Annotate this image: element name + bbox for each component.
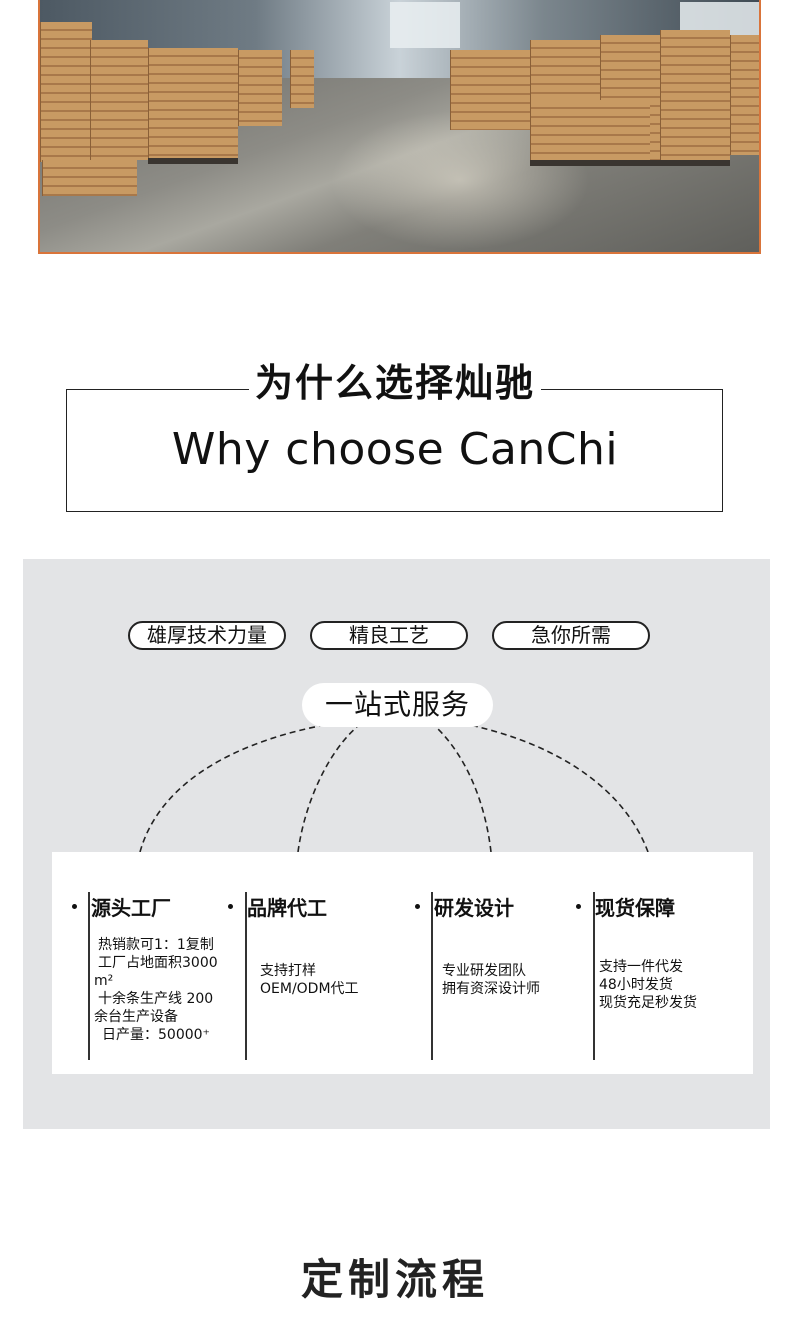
bullet-dot xyxy=(72,904,77,909)
column-divider xyxy=(431,892,433,1060)
cardboard-stack xyxy=(238,50,282,126)
column-body: 专业研发团队 拥有资深设计师 xyxy=(442,963,540,997)
one-stop-service-badge: 一站式服务 xyxy=(302,683,493,727)
column-divider xyxy=(88,892,90,1060)
cardboard-stack xyxy=(660,30,730,160)
bullet-dot xyxy=(576,904,581,909)
column-heading: 品牌代工 xyxy=(228,892,327,921)
cardboard-stack xyxy=(42,160,137,196)
section-title-en: Why choose CanChi xyxy=(171,424,619,475)
column-heading: 研发设计 xyxy=(415,892,514,921)
connector-arc xyxy=(469,724,649,853)
cardboard-stack xyxy=(90,40,148,160)
column-heading: 现货保障 xyxy=(576,892,675,921)
warehouse-window xyxy=(390,2,460,48)
column-heading: 源头工厂 xyxy=(72,892,171,921)
feature-pill-needs: 急你所需 xyxy=(492,621,650,650)
feature-pill-craft: 精良工艺 xyxy=(310,621,468,650)
pallet xyxy=(148,158,238,164)
cardboard-stack xyxy=(290,50,314,108)
cardboard-stack xyxy=(40,22,92,162)
cardboard-stack xyxy=(730,35,759,155)
cardboard-stack xyxy=(148,48,238,158)
cardboard-stack xyxy=(450,50,530,130)
bullet-dot xyxy=(228,904,233,909)
connector-arc xyxy=(297,726,358,853)
cardboard-stack xyxy=(530,100,650,162)
feature-pill-tech: 雄厚技术力量 xyxy=(128,621,286,650)
service-card: 源头工厂 热销款可1：1复制 工厂占地面积3000 m² 十余条生产线 200 … xyxy=(52,852,753,1074)
section-title-cn: 为什么选择灿驰 xyxy=(0,352,790,407)
pallet xyxy=(530,160,730,166)
column-body: 支持一件代发 48小时发货 现货充足秒发货 xyxy=(599,959,697,1011)
connector-arc xyxy=(139,723,331,853)
bullet-dot xyxy=(415,904,420,909)
column-divider xyxy=(593,892,595,1060)
customization-process-title: 定制流程 xyxy=(300,1255,489,1304)
connector-arc xyxy=(435,726,492,853)
column-body: 热销款可1：1复制 工厂占地面积3000 m² 十余条生产线 200 余台生产设… xyxy=(94,937,218,1043)
column-body: 支持打样 OEM/ODM代工 xyxy=(260,963,359,997)
column-divider xyxy=(245,892,247,1060)
warehouse-photo xyxy=(38,0,761,254)
